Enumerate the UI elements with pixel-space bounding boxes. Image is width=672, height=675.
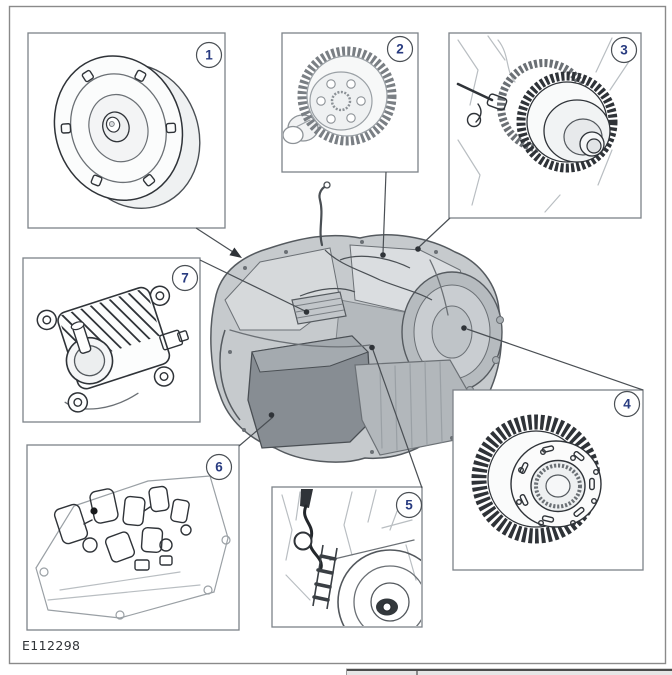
callout-badge-7: 7: [171, 264, 199, 292]
callout-badge-2: 2: [386, 35, 414, 63]
callout-circle-7: [171, 264, 199, 292]
harness-and-sensor-drawing: [293, 489, 323, 570]
part-1-torque-converter-drawing: [53, 55, 201, 209]
leader-dot-6: [268, 412, 275, 418]
adjacent-table-top-edge: [346, 668, 672, 675]
solenoid-cluster-drawing: [53, 485, 192, 571]
leader-dot-4: [461, 325, 467, 331]
leader-line-3: [415, 217, 451, 252]
callout-box-2: 2: [281, 32, 419, 173]
callout-box-6-frame: [26, 444, 240, 631]
leader-dot-2: [380, 252, 386, 258]
leader-arrowhead-1: [229, 247, 242, 258]
callout-badge-5: 5: [395, 491, 423, 519]
valve-body-plate-sketch: [35, 475, 231, 620]
case-seam-lines: [219, 240, 454, 454]
leader-dot-5: [369, 344, 375, 351]
part-2-final-drive-gear-drawing: [283, 46, 397, 146]
converter-lugs: [60, 69, 177, 187]
background-sketch-lines: [457, 35, 631, 213]
leader-line-1: [195, 227, 242, 258]
callout-box-3: 3: [448, 32, 642, 219]
callout-box-5: 5: [271, 486, 423, 628]
callout-number-4: 4: [623, 397, 631, 412]
bracket-ladder-drawing: [312, 544, 338, 610]
figure-border: [8, 5, 667, 665]
leader-dot-7: [303, 309, 310, 315]
part-4-clutch-drum-drawing: [471, 414, 602, 544]
leader-line-5: [369, 344, 423, 489]
callout-circle-1: [195, 41, 223, 69]
callout-box-1: 1: [27, 32, 226, 229]
leader-line-6: [238, 412, 275, 447]
part-3-gear-train-drawing: [456, 35, 631, 213]
drum-face-slots: [519, 445, 595, 523]
callout-number-7: 7: [181, 271, 189, 286]
callout-number-1: 1: [205, 48, 213, 63]
callout-number-5: 5: [405, 498, 413, 513]
selector-lever-drawing: [456, 82, 508, 128]
vent-tube-drawing: [318, 181, 331, 247]
callout-circle-2: [386, 35, 414, 63]
callout-box-6: 6: [26, 444, 240, 631]
leader-dot-3: [415, 246, 421, 252]
part-5-case-sensor-drawing: [281, 489, 421, 626]
callout-number-2: 2: [396, 42, 404, 57]
leader-line-7: [199, 259, 310, 315]
callout-number-3: 3: [620, 43, 628, 58]
callout-badge-4: 4: [613, 390, 641, 418]
wiring-harness-drawing: [299, 249, 433, 301]
callout-box-7: 7: [22, 257, 201, 423]
valve-body-marker-dot: [90, 507, 98, 515]
control-module-block-drawing: [291, 291, 347, 325]
callout-badge-1: 1: [195, 41, 223, 69]
callout-circle-6: [205, 453, 233, 481]
callout-box-4: 4: [452, 389, 644, 571]
part-7-shift-module-drawing: [36, 285, 189, 413]
oil-pan-drawing: [247, 335, 373, 449]
leader-lines: [195, 171, 644, 489]
leader-line-2: [380, 171, 387, 258]
leader-line-4: [461, 325, 644, 391]
main-transaxle-assembly-illustration: [210, 181, 504, 463]
background-sketch-lines: [281, 489, 417, 601]
callout-circle-5: [395, 491, 423, 519]
callout-number-6: 6: [215, 460, 223, 475]
callout-badge-6: 6: [205, 453, 233, 481]
drum-face-holes: [516, 449, 600, 527]
figure-id-label: E112298: [22, 638, 80, 653]
part-6-valve-body-drawing: [35, 475, 231, 620]
callout-circle-4: [613, 390, 641, 418]
callout-circle-3: [610, 36, 638, 64]
callout-badge-3: 3: [610, 36, 638, 64]
